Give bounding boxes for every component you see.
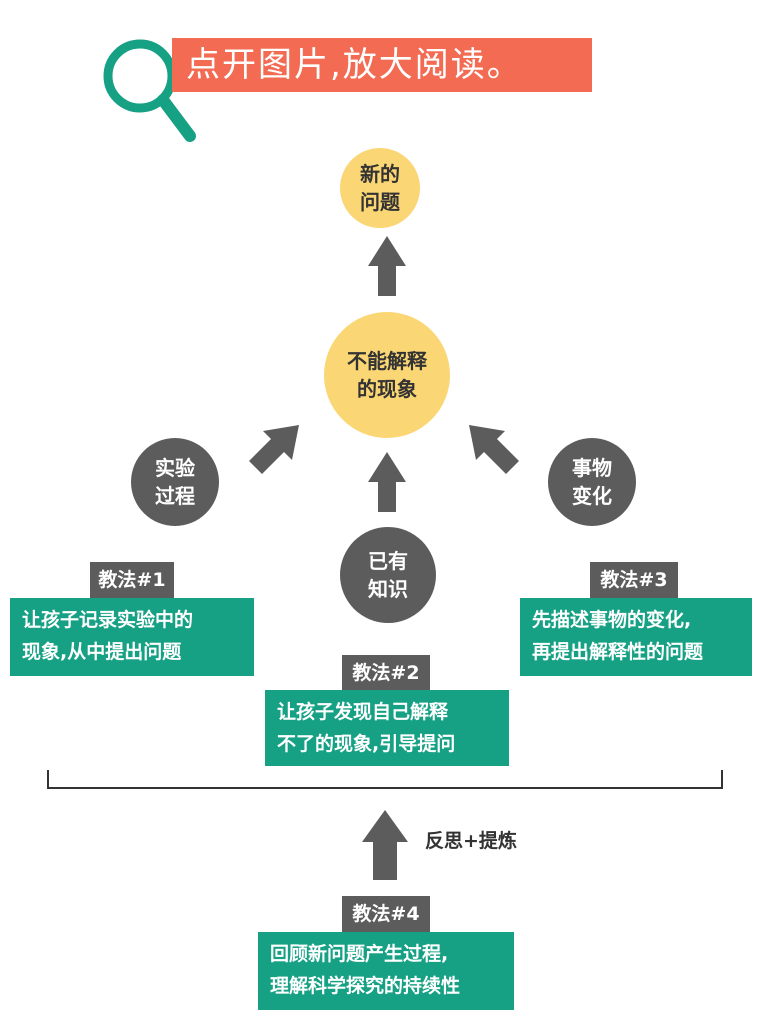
reflect-refine-label: 反思+提炼 (425, 830, 517, 852)
method-1-line: 让孩子记录实验中的 (22, 609, 194, 631)
method-4-line: 理解科学探究的持续性 (270, 975, 461, 997)
method-2-tag: 教法#2 (342, 655, 430, 691)
title-banner: 点开图片,放大阅读。 (172, 38, 592, 92)
node-label: 变化 (572, 484, 612, 508)
node-label: 知识 (368, 577, 408, 601)
method-1-tag: 教法#1 (90, 562, 174, 598)
method-2-line: 让孩子发现自己解释 (277, 701, 449, 723)
node-label: 实验 (155, 456, 195, 480)
node-label: 事物 (572, 456, 612, 480)
method-4-line: 回顾新问题产生过程, (270, 943, 449, 965)
node-new-question: 新的 问题 (340, 148, 420, 228)
method-2-line: 不了的现象,引导提问 (277, 733, 456, 755)
method-3-tag: 教法#3 (590, 562, 678, 598)
method-3-line: 先描述事物的变化, (532, 609, 692, 631)
node-experiment-process: 实验 过程 (131, 438, 219, 526)
method-3-box: 先描述事物的变化, 再提出解释性的问题 (520, 598, 752, 676)
method-1-box: 让孩子记录实验中的 现象,从中提出问题 (10, 598, 254, 676)
node-label: 不能解释 (347, 349, 427, 373)
method-3-line: 再提出解释性的问题 (532, 641, 704, 663)
arrow-diag-left (249, 425, 299, 474)
node-prior-knowledge: 已有 知识 (340, 527, 436, 623)
arrow-diag-right (469, 425, 519, 474)
method-1-line: 现象,从中提出问题 (22, 641, 182, 663)
method-2-box: 让孩子发现自己解释 不了的现象,引导提问 (265, 690, 509, 766)
method-4-tag: 教法#4 (342, 896, 430, 932)
node-label: 问题 (360, 190, 400, 214)
node-label: 的现象 (357, 377, 417, 401)
arrow-up-bottom (362, 810, 408, 880)
arrow-up-middle (368, 452, 406, 512)
node-object-change: 事物 变化 (548, 438, 636, 526)
method-4-box: 回顾新问题产生过程, 理解科学探究的持续性 (258, 932, 514, 1010)
node-unexplained-phenomenon: 不能解释 的现象 (324, 312, 450, 438)
arrow-up-top (368, 236, 406, 296)
node-label: 已有 (368, 549, 408, 573)
grouping-bracket (47, 770, 723, 789)
node-label: 新的 (360, 162, 400, 186)
node-label: 过程 (155, 484, 195, 508)
